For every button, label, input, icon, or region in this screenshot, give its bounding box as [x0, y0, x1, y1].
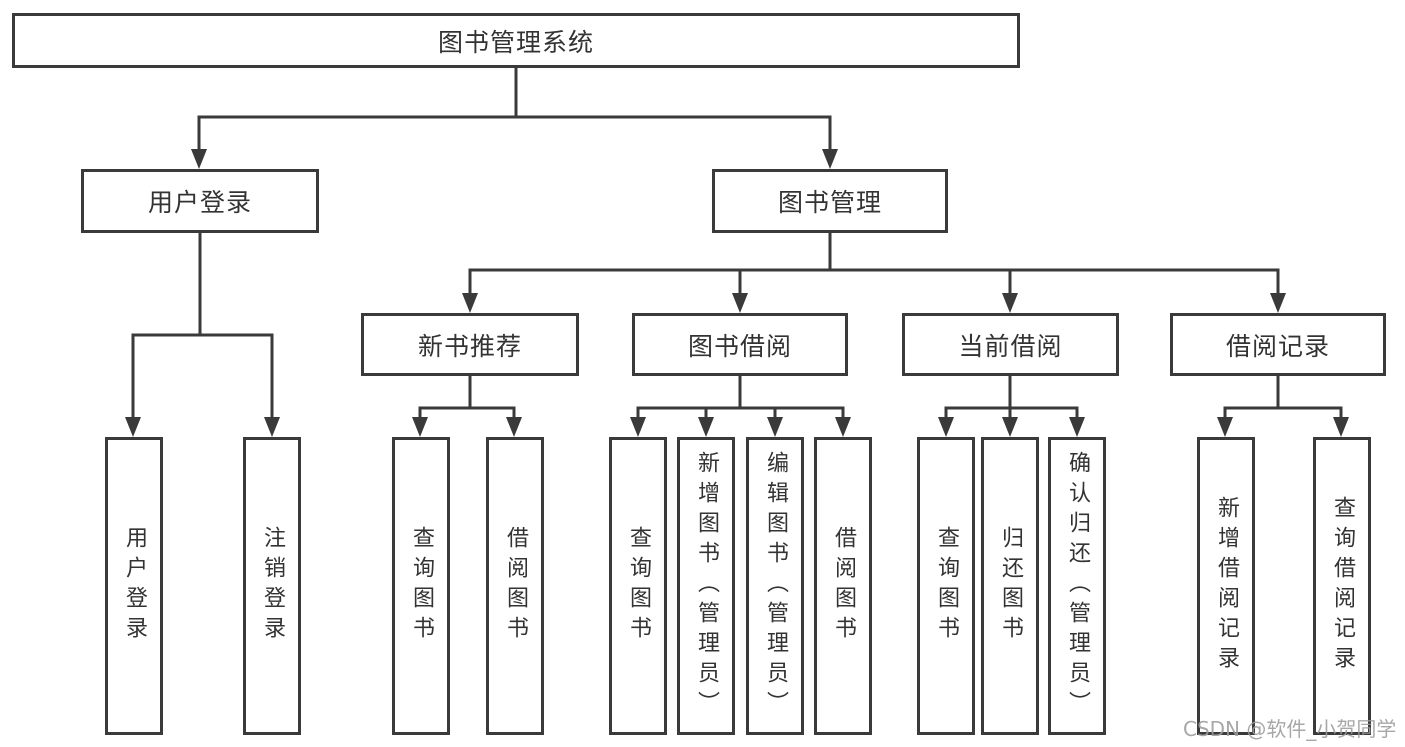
watermark-text: CSDN @软件_小贺同学 [1183, 717, 1397, 741]
node-new-book-recommend: 新书推荐 [361, 313, 579, 376]
node-label: 新增图书（管理员） [694, 451, 719, 721]
leaf-confirm-return-admin: 确认归还（管理员） [1048, 437, 1106, 735]
leaf-add-book-admin: 新增图书（管理员） [677, 437, 735, 735]
arrow-down-icon [835, 417, 851, 437]
leaf-borrow-book-2: 借阅图书 [814, 437, 872, 735]
arrow-down-icon [462, 293, 478, 313]
leaf-edit-book-admin: 编辑图书（管理员） [746, 437, 804, 735]
leaf-query-book-1: 查询图书 [392, 437, 450, 735]
node-user-login: 用户登录 [81, 169, 319, 233]
arrow-down-icon [938, 417, 954, 437]
node-label: 图书管理 [777, 188, 882, 217]
leaf-query-book-3: 查询图书 [917, 437, 975, 735]
arrow-down-icon [1002, 293, 1018, 313]
node-label: 编辑图书（管理员） [763, 451, 788, 721]
leaf-query-borrow-record: 查询借阅记录 [1313, 437, 1371, 735]
node-label: 借阅图书 [503, 526, 528, 646]
leaf-logout: 注销登录 [243, 437, 301, 735]
arrow-down-icon [630, 417, 646, 437]
node-label: 确认归还（管理员） [1065, 451, 1090, 721]
node-label: 查询图书 [934, 526, 959, 646]
node-label: 查询借阅记录 [1330, 496, 1355, 676]
arrow-down-icon [698, 417, 714, 437]
arrow-down-icon [412, 417, 428, 437]
node-label: 当前借阅 [958, 331, 1063, 361]
leaf-query-book-2: 查询图书 [609, 437, 667, 735]
node-root-library-system: 图书管理系统 [12, 13, 1020, 68]
arrow-down-icon [125, 417, 141, 437]
arrow-down-icon [506, 417, 522, 437]
node-label: 借阅图书 [831, 526, 856, 646]
node-label: 用户登录 [122, 526, 147, 646]
arrow-down-icon [767, 417, 783, 437]
arrow-down-icon [1217, 417, 1233, 437]
leaf-return-book: 归还图书 [981, 437, 1039, 735]
node-label: 借阅记录 [1225, 331, 1330, 361]
arrow-down-icon [1069, 417, 1085, 437]
node-label: 归还图书 [998, 526, 1023, 646]
arrow-down-icon [191, 149, 207, 169]
arrow-down-icon [822, 149, 838, 169]
leaf-user-login: 用户登录 [105, 437, 163, 735]
node-current-borrow: 当前借阅 [902, 313, 1119, 376]
arrow-down-icon [1002, 417, 1018, 437]
node-label: 图书管理系统 [437, 27, 594, 57]
node-label: 注销登录 [260, 526, 285, 646]
node-borrow-record: 借阅记录 [1170, 313, 1386, 376]
arrow-down-icon [1270, 293, 1286, 313]
node-book-management: 图书管理 [712, 169, 948, 233]
arrow-down-icon [1333, 417, 1349, 437]
node-label: 查询图书 [409, 526, 434, 646]
arrow-down-icon [264, 417, 280, 437]
leaf-borrow-book-1: 借阅图书 [486, 437, 544, 735]
arrow-down-icon [732, 293, 748, 313]
node-label: 用户登录 [147, 188, 252, 217]
node-label: 查询图书 [626, 526, 651, 646]
node-label: 新书推荐 [417, 331, 522, 361]
node-label: 新增借阅记录 [1214, 496, 1239, 676]
node-book-borrow: 图书借阅 [632, 313, 848, 376]
node-label: 图书借阅 [687, 331, 792, 361]
leaf-add-borrow-record: 新增借阅记录 [1197, 437, 1255, 735]
